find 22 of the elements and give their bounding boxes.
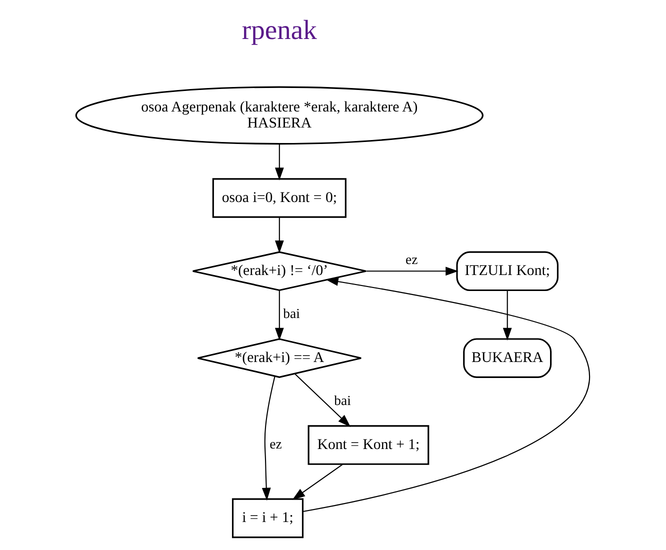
node-box: Kont = Kont + 1; [308, 425, 430, 465]
node-box: i = i + 1; [232, 498, 304, 538]
arrow [274, 290, 284, 341]
node-diamond: *(erak+i) != ‘/0’ [192, 251, 367, 292]
arrow [366, 266, 458, 276]
edge-label: ez [270, 436, 282, 452]
node-box: ITZULI Kont; [456, 251, 559, 292]
edge-label: ez [405, 252, 418, 268]
node-diamond: *(erak+i) == A [196, 338, 362, 378]
arrow [274, 144, 284, 180]
node-box: osoa i=0, Kont = 0; [212, 178, 346, 218]
arrow [294, 374, 351, 427]
arrow [292, 464, 343, 500]
label: rpenak [242, 14, 317, 46]
edge-label: bai [283, 306, 300, 322]
arrow [262, 376, 276, 501]
arrow [302, 277, 590, 512]
node-box: BUKAERA [463, 338, 552, 378]
arrow [274, 217, 284, 254]
node-ellipse: osoa Agerpenak (karaktere *erak, karaktere A) HASIERA [75, 86, 484, 145]
edge-label: bai [334, 393, 351, 408]
arrow [502, 290, 512, 341]
